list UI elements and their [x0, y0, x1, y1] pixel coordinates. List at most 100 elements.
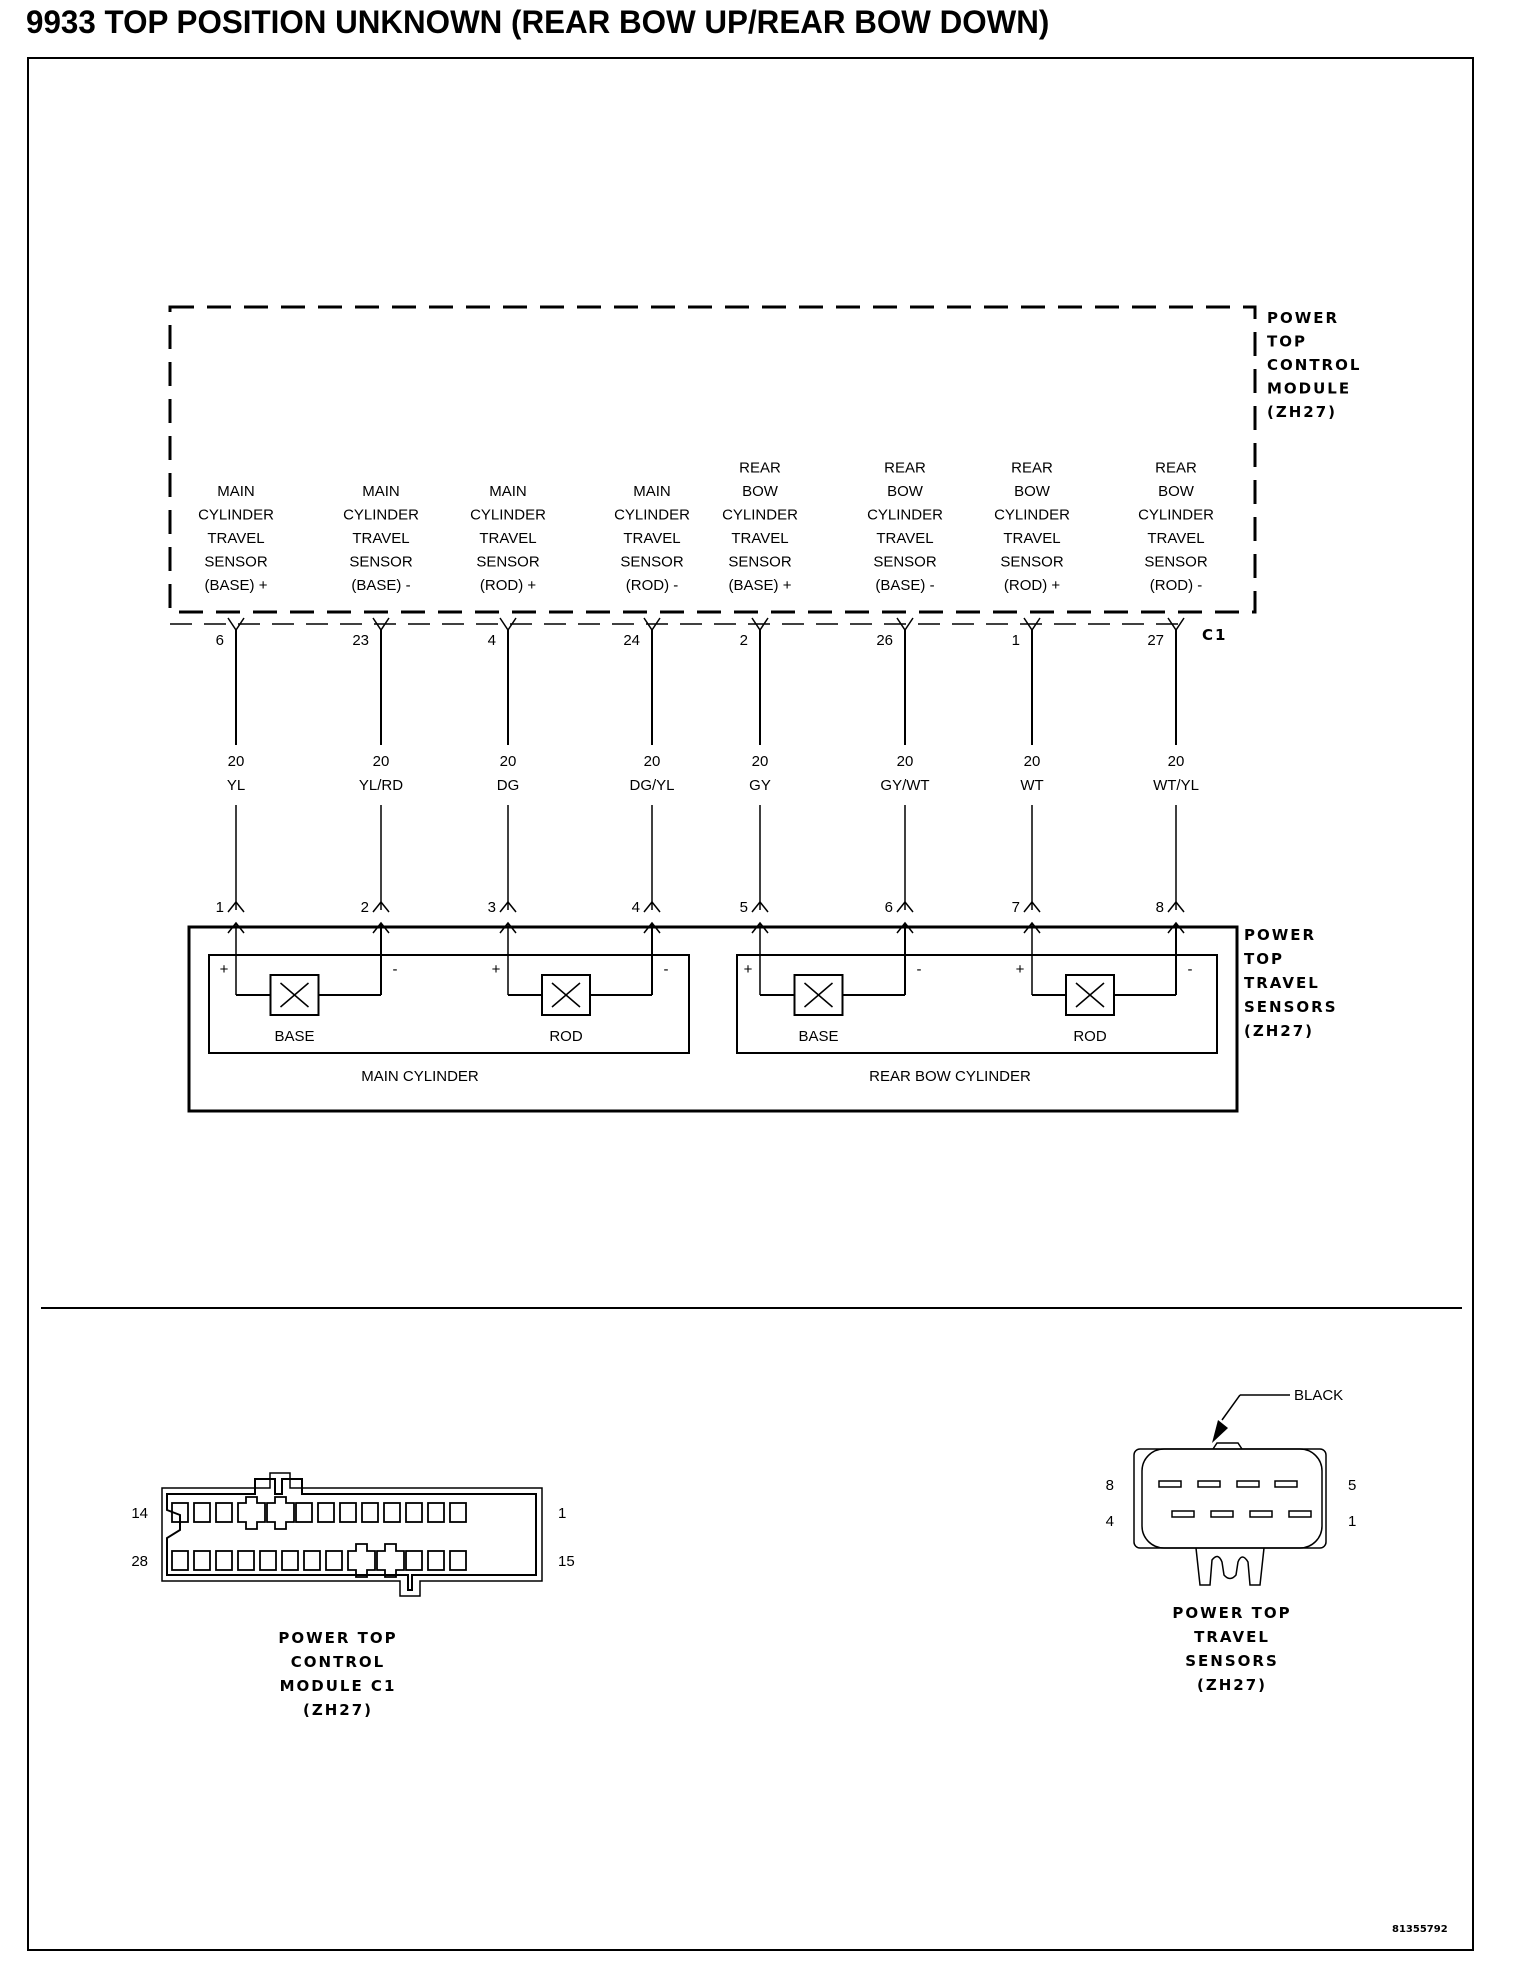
connector-cavity: [259, 1550, 277, 1571]
plus-sign: +: [220, 961, 229, 978]
sensor-pin-number: 7: [1012, 899, 1020, 916]
sensor-element-label: BASE: [274, 1028, 314, 1045]
circuit-label-line: TRAVEL: [352, 530, 409, 547]
main-cylinder-box: [208, 954, 690, 1054]
circuit-label-line: SENSOR: [1000, 554, 1064, 571]
pin-label: 28: [131, 1553, 148, 1570]
wire-gauge: 20: [1024, 753, 1041, 770]
sensors-name-line: TRAVEL: [1244, 974, 1320, 992]
connector-cavity: [361, 1502, 379, 1523]
connector-cavity: [1288, 1510, 1312, 1518]
circuit-label-line: BOW: [1158, 483, 1195, 500]
circuit-label-line: CYLINDER: [1138, 507, 1214, 524]
cylinder-group-label: MAIN CYLINDER: [361, 1068, 479, 1085]
circuit-label-line: (ROD) +: [1004, 577, 1060, 594]
module-c1-connector-view: [161, 1472, 543, 1597]
connector-cavity: [303, 1550, 321, 1571]
circuit-label-line: REAR: [1155, 460, 1197, 477]
wire-gauge: 20: [897, 753, 914, 770]
caption-line: TRAVEL: [1194, 1628, 1270, 1646]
module-name-line: CONTROL: [1267, 356, 1361, 374]
plus-sign: +: [1016, 961, 1025, 978]
module-pin-number: 23: [352, 632, 369, 649]
circuit-label-line: REAR: [1011, 460, 1053, 477]
module-pin-number: 24: [623, 632, 640, 649]
pin-label: 8: [1106, 1477, 1114, 1494]
circuit-label-line: REAR: [739, 460, 781, 477]
module-pin-number: 6: [216, 632, 224, 649]
connector-cavity: [295, 1502, 313, 1523]
sensor-pin-terminal: [227, 900, 245, 913]
circuit-label-line: CYLINDER: [722, 507, 798, 524]
circuit-label-line: TRAVEL: [876, 530, 933, 547]
wire-gauge: 20: [228, 753, 245, 770]
caption-line: POWER TOP: [278, 1629, 397, 1647]
circuit-label-line: TRAVEL: [623, 530, 680, 547]
sensor-x-mark: [804, 982, 833, 1008]
connector-cavity: [171, 1502, 189, 1523]
sensor-pin-number: 1: [216, 899, 224, 916]
module-pin-number: 26: [876, 632, 893, 649]
minus-sign: -: [664, 961, 669, 978]
connector-cavity: [1274, 1480, 1298, 1488]
sensor-x-mark: [551, 982, 581, 1008]
circuit-label-line: TRAVEL: [207, 530, 264, 547]
wire-color: GY/WT: [880, 777, 929, 794]
module-pin-number: 2: [740, 632, 748, 649]
circuit-label-line: MAIN: [489, 483, 527, 500]
wire-gauge: 20: [1168, 753, 1185, 770]
connector-cavity: [237, 1496, 266, 1530]
minus-sign: -: [1188, 961, 1193, 978]
circuit-label-line: SENSOR: [204, 554, 268, 571]
circuit-label-line: BOW: [887, 483, 924, 500]
wire-gauge: 20: [644, 753, 661, 770]
connector-cavity: [1171, 1510, 1195, 1518]
caption-line: SENSORS: [1185, 1652, 1279, 1670]
sensor-pin-terminal: [1023, 900, 1041, 913]
circuit-label-line: TRAVEL: [731, 530, 788, 547]
connector-cavity: [339, 1502, 357, 1523]
sensor-pin-terminal: [372, 900, 390, 913]
pin-label: 15: [558, 1553, 575, 1570]
wires: 620YL12320YL/RD2420DG32420DG/YL4220GY526…: [216, 617, 1199, 995]
sensors-name-line: SENSORS: [1244, 998, 1338, 1016]
circuit-label-line: CYLINDER: [994, 507, 1070, 524]
sensor-pin-number: 6: [885, 899, 893, 916]
figure-code: 81355792: [1392, 1924, 1448, 1935]
connector-cavity: [427, 1550, 445, 1571]
module-name-line: (ZH27): [1267, 403, 1337, 421]
wire-color: WT: [1020, 777, 1043, 794]
circuit-label-line: SENSOR: [1144, 554, 1208, 571]
diagram-frame: [27, 57, 1474, 1951]
connector-cavity: [193, 1502, 211, 1523]
cylinder-group-label: REAR BOW CYLINDER: [869, 1068, 1031, 1085]
wire-color: DG/YL: [629, 777, 674, 794]
sensor-pin-number: 8: [1156, 899, 1164, 916]
minus-sign: -: [393, 961, 398, 978]
minus-sign: -: [917, 961, 922, 978]
wire-color: YL/RD: [359, 777, 403, 794]
circuit-label-line: CYLINDER: [470, 507, 546, 524]
sensor-element-label: ROD: [549, 1028, 583, 1045]
circuit-label-line: CYLINDER: [867, 507, 943, 524]
caption-line: POWER TOP: [1172, 1604, 1291, 1622]
pin-label: 1: [1348, 1513, 1356, 1530]
connector-cavity: [376, 1543, 405, 1578]
connector-cavity: [215, 1502, 233, 1523]
circuit-label-line: (BASE) -: [875, 577, 934, 594]
circuit-label-line: (BASE) +: [729, 577, 792, 594]
connector-cavity: [383, 1502, 401, 1523]
sensor-pin-number: 5: [740, 899, 748, 916]
module-pin-number: 27: [1147, 632, 1164, 649]
pin-label: 5: [1348, 1477, 1356, 1494]
pin-label: 1: [558, 1505, 566, 1522]
sensor-pin-terminal: [896, 900, 914, 913]
wire-color: DG: [497, 777, 520, 794]
sensor-x-mark: [1075, 982, 1105, 1008]
module-name-line: POWER: [1267, 309, 1339, 327]
circuit-label-line: CYLINDER: [198, 507, 274, 524]
